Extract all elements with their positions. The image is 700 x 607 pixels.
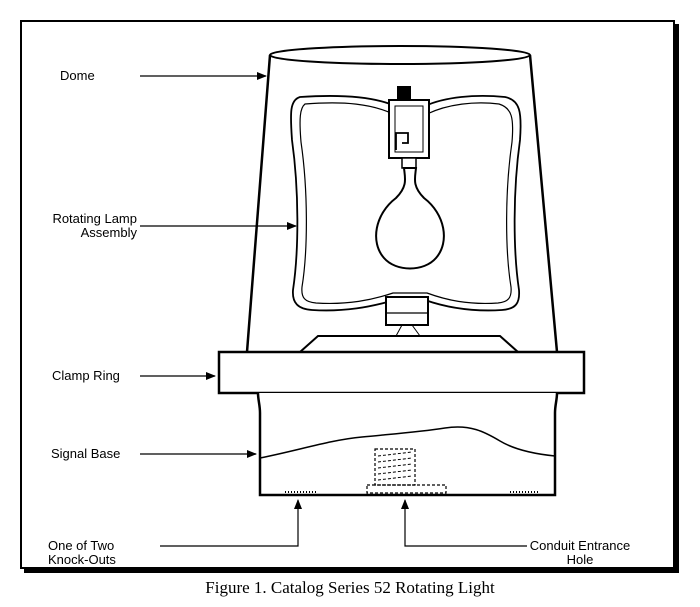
knockouts-label: One of Two Knock-Outs	[48, 539, 116, 567]
conduit-label-line1: Conduit Entrance	[529, 538, 631, 553]
signal-base-shape	[256, 392, 559, 497]
conduit-leader	[401, 499, 527, 547]
knockouts-label-line2: Knock-Outs	[48, 552, 116, 567]
lamp-bulb	[375, 167, 445, 270]
dome-label: Dome	[60, 68, 95, 83]
rotating-lamp-label-line2: Assembly	[80, 225, 137, 240]
knockouts-leader	[160, 499, 302, 547]
clamp-ring-label: Clamp Ring	[52, 368, 120, 383]
lamp-socket	[388, 86, 430, 169]
turntable-plate	[297, 335, 521, 353]
rotating-lamp-label-line1: Rotating Lamp	[52, 211, 137, 226]
figure-caption: Figure 1. Catalog Series 52 Rotating Lig…	[205, 578, 495, 597]
dome-shape	[245, 45, 559, 353]
conduit-entrance-hole	[366, 448, 447, 494]
rotating-lamp-label: Rotating Lamp Assembly	[30, 212, 137, 240]
knockouts-label-line1: One of Two	[48, 538, 115, 553]
motor-box	[385, 296, 429, 337]
figure-frame	[20, 20, 675, 569]
conduit-label-line2: Hole	[566, 552, 594, 567]
clamp-ring-shape	[217, 350, 586, 395]
signal-base-label: Signal Base	[51, 446, 121, 461]
conduit-label: Conduit Entrance Hole	[520, 539, 640, 567]
